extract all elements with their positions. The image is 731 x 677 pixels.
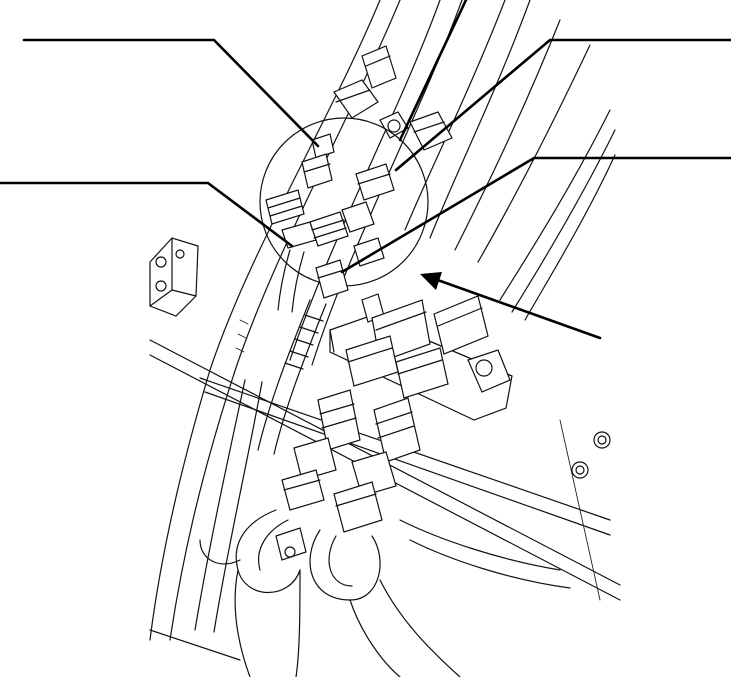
- leader-line-4: [394, 38, 731, 172]
- detail-circle: [259, 117, 429, 313]
- leader-line-1: [22, 38, 320, 148]
- arrowhead: [420, 272, 442, 290]
- plate-holes: [571, 431, 611, 479]
- leader-line-5: [340, 156, 731, 274]
- chassis-frame: [149, 339, 621, 661]
- corrugated-hose: [235, 299, 327, 455]
- mounting-block: [149, 237, 199, 317]
- callout-leaders: [0, 0, 731, 340]
- valve-block: [329, 293, 513, 421]
- lower-hoses: [199, 389, 571, 677]
- leader-line-3: [398, 0, 468, 142]
- upper-fittings: [333, 45, 453, 151]
- leader-line-6: [430, 276, 602, 340]
- leader-line-2: [0, 181, 294, 248]
